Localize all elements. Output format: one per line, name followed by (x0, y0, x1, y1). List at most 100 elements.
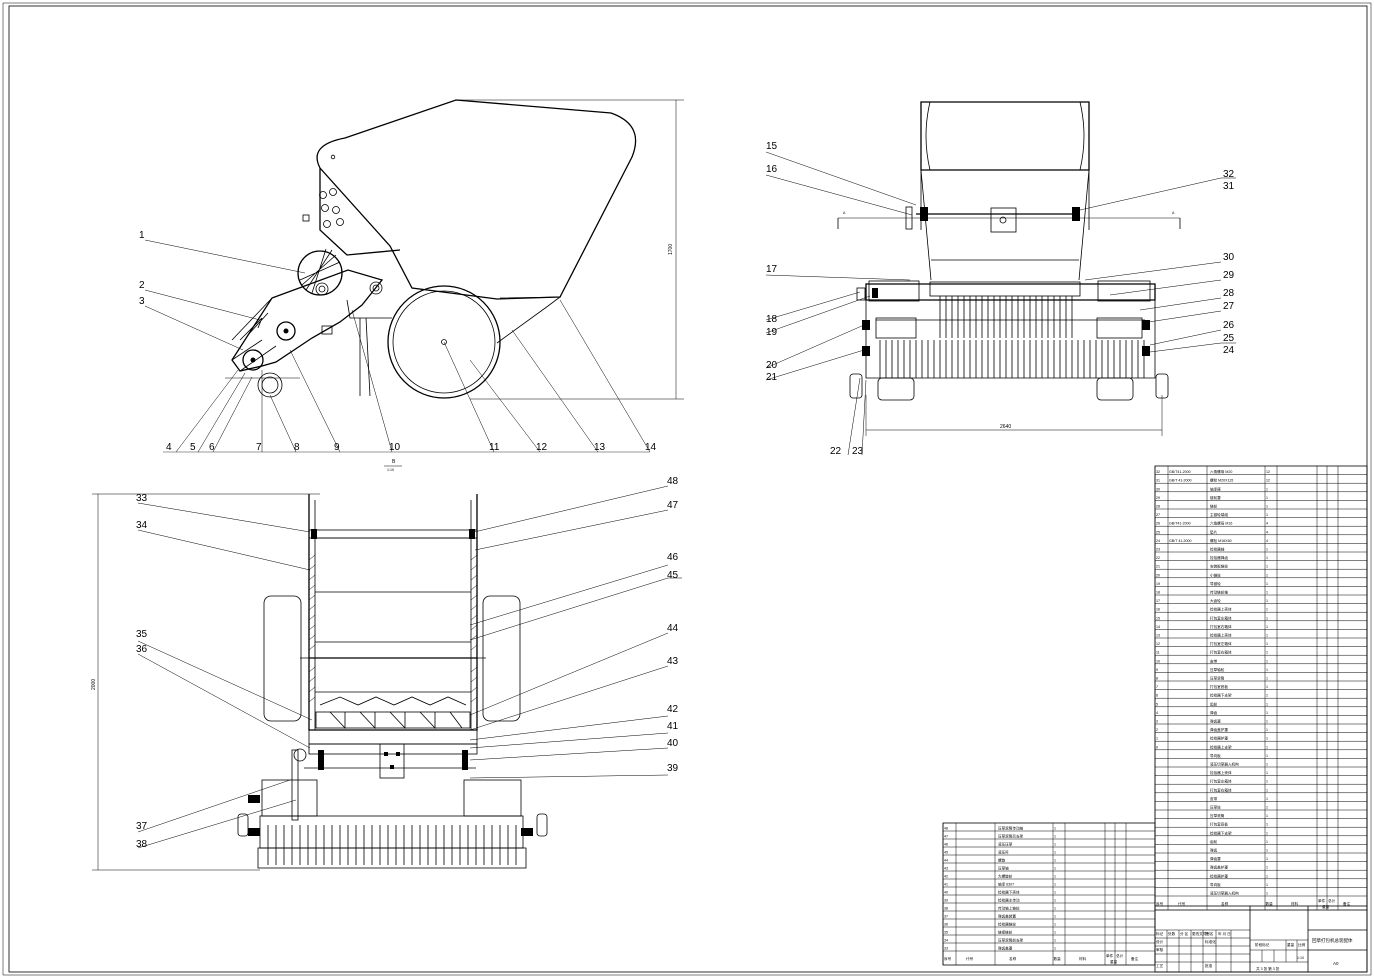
bom-name: 弹齿 (1210, 710, 1218, 715)
part-label-29: 29 (1223, 270, 1235, 281)
bom-name: 压草滚筒 (1210, 813, 1225, 818)
bom-header-material: 材料 (1291, 901, 1299, 906)
bom-name: 主链轮端组 (1210, 512, 1228, 517)
bom-no: 33 (944, 947, 948, 951)
bom-qty: 1 (1266, 892, 1268, 896)
bom-qty: 1 (1266, 728, 1268, 732)
part-label-22: 22 (830, 446, 842, 457)
bom-name: 弹齿罩 (1210, 856, 1221, 861)
bom-no: 12 (1156, 642, 1160, 646)
bom-no: 14 (1156, 625, 1160, 629)
bom-qty: 1 (1266, 616, 1268, 620)
part-label-40: 40 (667, 738, 679, 749)
bom-name: 捡拾器护罩 (1210, 736, 1228, 741)
bom-no: 34 (944, 939, 948, 943)
part-label-41: 41 (667, 721, 679, 732)
sheet-info: 共 3 张 第 3 张 (1256, 966, 1280, 971)
bom-qty: 4 (1266, 539, 1268, 543)
bom-name: 压草滚筒传动轴 (998, 826, 1024, 831)
part-label-32: 32 (1223, 169, 1235, 180)
bom-name: 捡拾器下支架 (1210, 693, 1232, 698)
bom-header-qty: 数量 (1266, 901, 1274, 906)
bom-no: 20 (1156, 573, 1160, 577)
bom-header-total: 总计 (1328, 898, 1336, 903)
bom-no: 22 (1156, 556, 1160, 560)
drawing-title: 回草打包机总装配体 (1312, 937, 1353, 944)
bom-no: 38 (944, 907, 948, 911)
bom-name: 链轮 (1210, 504, 1218, 509)
bom-qty: 1 (1266, 711, 1268, 715)
bom-qty: 1 (1266, 840, 1268, 844)
part-label-28: 28 (1223, 288, 1235, 299)
bom-name: 捡拾器链轮 (998, 922, 1016, 927)
bom-qty: 1 (1266, 702, 1268, 706)
bom-qty: 1 (1266, 496, 1268, 500)
bom-name: 导向板 (1210, 753, 1221, 758)
bom-code: GB/T 41-2000 (1169, 479, 1192, 483)
part-label-27: 27 (1223, 301, 1235, 312)
part-label-45: 45 (667, 570, 679, 581)
bom-name: 打包室右箱体 (1210, 624, 1232, 629)
bom-no: 0 (1156, 745, 1158, 749)
part-label-26: 26 (1223, 320, 1235, 331)
part-label-30: 30 (1223, 252, 1235, 263)
bom-qty: 1 (1266, 642, 1268, 646)
drawing-size-code: A0 (1333, 961, 1339, 966)
bom-qty: 4 (1266, 522, 1268, 526)
tb-ratio: 比例 (1298, 942, 1306, 947)
bom-header-name: 名称 (1221, 901, 1229, 906)
bom-no: 18 (1156, 591, 1160, 595)
bom-header-remark: 备注 (1131, 956, 1139, 961)
bom-no: 32 (1156, 470, 1160, 474)
bom-qty: 1 (1054, 859, 1056, 863)
bom-no: 9 (1156, 668, 1158, 672)
bom-qty: 1 (1266, 573, 1268, 577)
bom-name: 捡拾器上壳体 (1210, 607, 1232, 612)
bom-no: 13 (1156, 634, 1160, 638)
bom-qty: 1 (1266, 685, 1268, 689)
bom-no: 15 (1156, 616, 1160, 620)
bom-name: 螺旋 (998, 858, 1006, 863)
bom-qty: 1 (1266, 608, 1268, 612)
bom-qty: 1 (1266, 806, 1268, 810)
bom-qty: 1 (1266, 849, 1268, 853)
bom-name: 捡拾器轴 (1210, 547, 1225, 552)
bom-qty: 1 (1266, 548, 1268, 552)
bom-header: 序号代号名称数量材料单件总计重量备注 (1156, 898, 1351, 909)
bom-qty: 1 (1266, 625, 1268, 629)
bom-no: 40 (944, 891, 948, 895)
tb-design: 设计 (1156, 939, 1164, 944)
bom-qty: 1 (1054, 851, 1056, 855)
bom-name: 弹齿盖护罩 (1210, 727, 1228, 732)
bom-qty: 1 (1266, 487, 1268, 491)
bom-qty: 1 (1054, 907, 1056, 911)
bom-no: 17 (1156, 599, 1160, 603)
front-width-dim: 2640 (1000, 424, 1011, 430)
part-label-10: 10 (389, 442, 401, 453)
tb-sign: 签 名 (1205, 931, 1214, 936)
section-scale: 1:10 (387, 468, 394, 472)
tb-review: 审核 (1156, 947, 1164, 952)
bom-qty: 1 (1266, 677, 1268, 681)
bom-no: 45 (944, 851, 948, 855)
part-label-36: 36 (136, 644, 148, 655)
